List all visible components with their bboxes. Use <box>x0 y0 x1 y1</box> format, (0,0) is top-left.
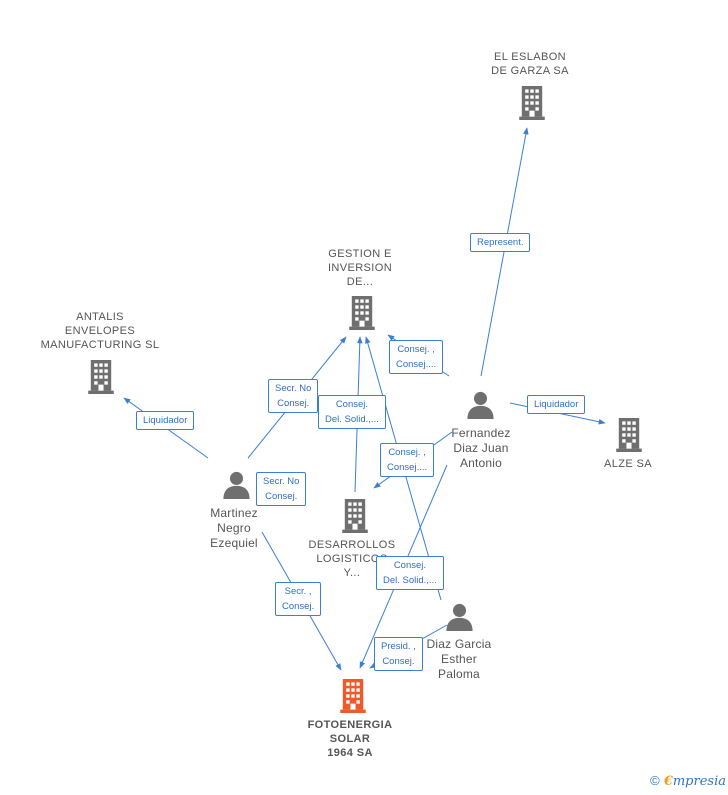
edge-label-line: Consej. <box>265 491 298 502</box>
edge-label-line: Consej. <box>277 398 310 409</box>
node-label-fotoenergia[interactable]: FOTOENERGIA SOLAR 1964 SA <box>290 718 410 760</box>
label-line: Martinez <box>210 506 258 520</box>
edge-label-line: Secr. , <box>284 586 312 597</box>
label-line: MANUFACTURING SL <box>40 339 160 351</box>
label-line: 1964 SA <box>327 747 373 759</box>
label-line: Diaz Juan <box>453 441 509 455</box>
edge-fernandez-el-eslabon <box>480 127 529 377</box>
label-line: Negro <box>217 521 251 535</box>
label-line: GESTION E <box>328 248 392 260</box>
edge-label-consej-del-fotoenergia[interactable]: Consej. Del. Solid.,... <box>376 556 444 590</box>
person-icon[interactable] <box>467 391 494 419</box>
edge-label-secr-martinez-fotoenergia[interactable]: Secr. , Consej. <box>275 582 322 616</box>
label-line: Esther <box>441 652 477 666</box>
label-line: Paloma <box>438 667 480 681</box>
edge-label-line: Consej.... <box>396 359 437 370</box>
label-line: FOTOENERGIA <box>307 719 393 731</box>
edge-label-secr-martinez-gestion[interactable]: Secr. No Consej. <box>268 379 319 413</box>
label-line: Fernandez <box>451 426 511 440</box>
label-line: ANTALIS <box>76 311 124 323</box>
building-icon[interactable] <box>349 296 375 330</box>
empresia-watermark[interactable]: © €mpresia <box>650 773 726 789</box>
label-line: DE GARZA SA <box>491 65 569 77</box>
edge-label-liquidador-alze[interactable]: Liquidador <box>527 395 586 414</box>
node-label-desarrollos[interactable]: DESARROLLOS LOGISTICOS Y... <box>292 538 412 580</box>
edge-label-line: Consej. <box>382 656 415 667</box>
person-icon[interactable] <box>446 603 473 631</box>
label-line: Ezequiel <box>210 536 258 550</box>
label-line: DE... <box>346 276 374 288</box>
edge-label-line: Del. Solid.,... <box>383 575 437 586</box>
label-line: ALZE SA <box>603 458 653 470</box>
node-label-el-eslabon[interactable]: EL ESLABON DE GARZA SA <box>470 50 590 78</box>
edge-label-consej-fernandez-desarrollos[interactable]: Consej. , Consej.... <box>380 443 435 477</box>
copyright-symbol: © <box>650 773 660 788</box>
building-icon[interactable] <box>616 418 642 452</box>
label-line: Y... <box>343 567 361 579</box>
edge-label-consej-fernandez-gestion[interactable]: Consej. , Consej.... <box>389 340 444 374</box>
label-line: ENVELOPES <box>64 325 136 337</box>
node-label-antalis[interactable]: ANTALIS ENVELOPES MANUFACTURING SL <box>30 310 170 352</box>
label-line: LOGISTICOS <box>316 553 388 565</box>
edge-label-liquidador-antalis[interactable]: Liquidador <box>136 411 195 430</box>
edge-label-represent[interactable]: Represent. <box>470 233 531 252</box>
edge-label-line: Consej. <box>335 399 369 410</box>
edge-label-line: Consej.... <box>387 462 428 473</box>
edge-label-line: Consej. , <box>397 344 435 355</box>
node-label-alze[interactable]: ALZE SA <box>588 457 668 471</box>
edge-label-presid-fotoenergia[interactable]: Presid. , Consej. <box>374 637 423 671</box>
node-label-gestion[interactable]: GESTION E INVERSION DE... <box>300 247 420 289</box>
building-icon[interactable] <box>88 360 114 394</box>
label-line: SOLAR <box>329 733 371 745</box>
building-icon[interactable] <box>340 679 366 713</box>
edge-label-secr-martinez-desarrollos[interactable]: Secr. No Consej. <box>256 472 307 506</box>
building-icon[interactable] <box>342 499 368 533</box>
person-icon[interactable] <box>223 471 250 499</box>
node-label-fernandez[interactable]: Fernandez Diaz Juan Antonio <box>437 426 525 471</box>
edge-label-consej-del-gestion[interactable]: Consej. Del. Solid.,... <box>318 395 386 429</box>
label-line: Diaz Garcia <box>426 637 492 651</box>
label-line: INVERSION <box>327 262 393 274</box>
edge-label-line: Consej. , <box>388 447 426 458</box>
edge-label-line: Secr. No <box>263 476 300 487</box>
label-line: EL ESLABON <box>493 51 567 63</box>
edge-label-line: Del. Solid.,... <box>325 414 379 425</box>
edge-label-line: Consej. <box>282 601 315 612</box>
edge-label-line: Liquidador <box>534 399 579 410</box>
node-label-diaz-garcia[interactable]: Diaz Garcia Esther Paloma <box>415 637 503 682</box>
edge-label-line: Secr. No <box>275 383 312 394</box>
edge-label-line: Represent. <box>477 237 524 248</box>
edge-label-line: Consej. <box>393 560 427 571</box>
empresia-logo-text: mpresia <box>672 774 726 789</box>
empresia-logo-initial: € <box>663 774 673 789</box>
node-label-martinez[interactable]: Martinez Negro Ezequiel <box>194 506 274 551</box>
building-icon[interactable] <box>519 86 545 120</box>
label-line: DESARROLLOS <box>308 539 396 551</box>
edge-label-line: Presid. , <box>381 641 416 652</box>
edge-label-line: Liquidador <box>143 415 188 426</box>
label-line: Antonio <box>459 456 503 470</box>
